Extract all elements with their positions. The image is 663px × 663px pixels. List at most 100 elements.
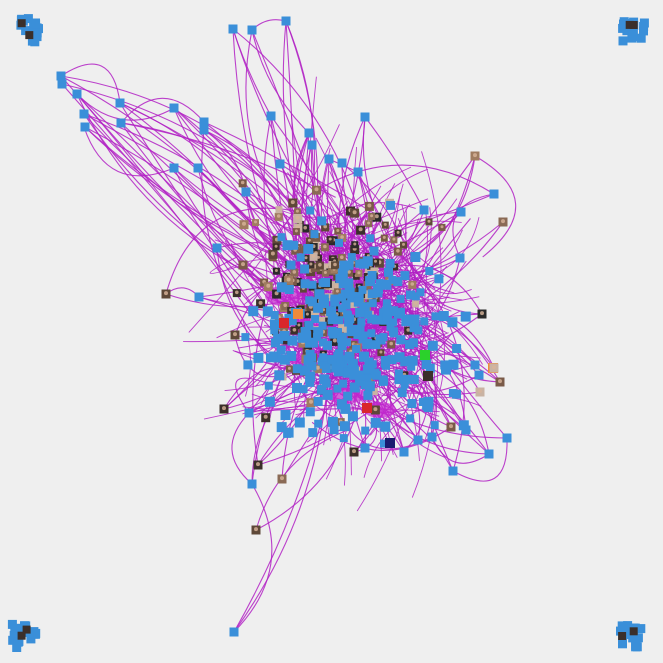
account-node-486[interactable] [386, 323, 395, 331]
isolated-node[interactable] [27, 36, 37, 46]
account-node-219[interactable] [310, 230, 319, 239]
account-node-251[interactable] [367, 271, 377, 280]
account-node-329[interactable] [313, 397, 323, 406]
account-node-502[interactable] [336, 399, 347, 410]
account-node-507[interactable] [300, 327, 311, 337]
account-node-427[interactable] [284, 313, 293, 322]
account-node-474[interactable] [289, 240, 299, 250]
account-node-223[interactable] [409, 375, 419, 384]
account-node-402[interactable] [322, 389, 333, 400]
account-node-475[interactable] [380, 359, 389, 368]
account-node-261[interactable] [299, 385, 308, 394]
account-node-536[interactable] [275, 159, 285, 169]
account-node-377[interactable] [407, 362, 416, 371]
account-node-344[interactable] [313, 302, 324, 313]
account-node-382[interactable] [353, 297, 363, 307]
account-node-518[interactable] [247, 25, 257, 35]
account-node-483[interactable] [372, 315, 381, 325]
account-node-256[interactable] [300, 365, 310, 376]
account-node-446[interactable] [339, 421, 350, 432]
account-node-278[interactable] [318, 294, 329, 305]
profile-photo-node-93[interactable] [318, 316, 326, 324]
profile-photo-node-108[interactable] [332, 282, 342, 292]
account-node-437[interactable] [292, 383, 302, 393]
account-node-307[interactable] [355, 259, 364, 268]
isolated-node[interactable] [636, 624, 646, 634]
account-node-357[interactable] [361, 374, 372, 385]
account-node-453[interactable] [379, 308, 388, 317]
account-node-244[interactable] [264, 381, 273, 390]
account-node-414[interactable] [452, 389, 461, 399]
account-node-346[interactable] [327, 314, 338, 325]
account-node-481[interactable] [270, 311, 279, 319]
account-node-551[interactable] [484, 449, 494, 459]
account-node-418[interactable] [286, 260, 296, 270]
account-node-460[interactable] [384, 267, 393, 277]
account-node-240[interactable] [318, 321, 327, 330]
account-node-337[interactable] [342, 367, 353, 378]
profile-photo-node-17[interactable] [400, 241, 407, 249]
account-node-228[interactable] [347, 294, 356, 303]
account-node-523[interactable] [79, 109, 89, 119]
account-node-455[interactable] [270, 326, 279, 335]
account-node-227[interactable] [294, 417, 305, 428]
account-node-392[interactable] [394, 369, 403, 378]
profile-photo-node-154[interactable] [356, 225, 366, 235]
account-node-407[interactable] [403, 314, 413, 324]
isolated-node[interactable] [31, 19, 41, 29]
profile-photo-node-159[interactable] [274, 212, 283, 221]
profile-photo-node-81[interactable] [303, 311, 311, 319]
account-node-478[interactable] [319, 353, 328, 362]
account-node-401[interactable] [441, 364, 451, 375]
account-node-245[interactable] [280, 410, 291, 420]
account-node-276[interactable] [370, 417, 381, 428]
account-node-296[interactable] [357, 318, 366, 327]
account-node-468[interactable] [269, 351, 278, 360]
profile-photo-node-63[interactable] [350, 208, 360, 218]
account-node-546[interactable] [194, 292, 204, 302]
account-node-530[interactable] [169, 163, 179, 173]
profile-photo-node-126[interactable] [290, 268, 299, 277]
account-node-556[interactable] [413, 435, 423, 445]
account-node-532[interactable] [241, 187, 251, 197]
account-node-259[interactable] [347, 411, 358, 422]
profile-photo-node-35[interactable] [306, 398, 316, 408]
profile-photo-node-27[interactable] [377, 349, 385, 357]
account-node-492[interactable] [279, 354, 290, 365]
profile-photo-node-10[interactable] [380, 234, 388, 242]
account-node-263[interactable] [273, 333, 284, 344]
account-node-285[interactable] [279, 330, 290, 341]
isolated-photo-node[interactable] [22, 625, 31, 634]
account-node-280[interactable] [369, 246, 379, 256]
account-node-354[interactable] [414, 326, 423, 335]
profile-photo-node-91[interactable] [387, 340, 396, 349]
account-node-393[interactable] [351, 325, 362, 335]
account-node-254[interactable] [337, 341, 347, 351]
account-node-352[interactable] [431, 312, 440, 321]
account-node-358[interactable] [421, 360, 431, 370]
account-node-419[interactable] [274, 370, 285, 381]
isolated-photo-node[interactable] [17, 19, 26, 28]
account-node-302[interactable] [438, 311, 449, 321]
profile-photo-node-208[interactable] [285, 365, 293, 373]
profile-photo-node-574[interactable] [230, 330, 240, 340]
account-node-305[interactable] [400, 356, 411, 367]
account-node-322[interactable] [314, 419, 323, 428]
profile-photo-node-205[interactable] [404, 326, 413, 335]
account-node-236[interactable] [318, 338, 327, 347]
profile-photo-node-207[interactable] [381, 221, 389, 229]
account-node-312[interactable] [284, 285, 294, 294]
profile-photo-node-134[interactable] [372, 258, 379, 266]
account-node-413[interactable] [350, 383, 359, 392]
account-node-445[interactable] [380, 421, 391, 432]
isolated-photo-node[interactable] [17, 631, 26, 640]
account-node-501[interactable] [379, 333, 388, 342]
account-node-348[interactable] [397, 388, 407, 398]
isolated-photo-node[interactable] [629, 627, 638, 636]
account-node-466[interactable] [329, 330, 337, 339]
profile-photo-node-181[interactable] [351, 241, 359, 249]
profile-photo-node-135[interactable] [284, 275, 294, 285]
account-node-292[interactable] [434, 274, 444, 284]
profile-photo-node-30[interactable] [252, 219, 259, 227]
profile-photo-node-90[interactable] [295, 322, 303, 330]
